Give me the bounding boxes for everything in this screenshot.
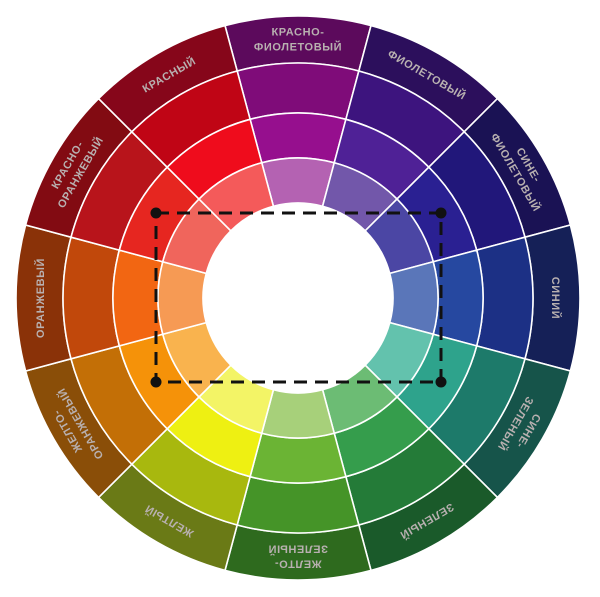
wheel-label-1: КРАСНО- ФИОЛЕТОВЫЙ	[254, 26, 342, 53]
wheel-segment-4-base	[475, 236, 534, 360]
wheel-segment-10-tint	[157, 260, 208, 336]
wheel-label-7-line-1: ЖЕЛТО-	[274, 558, 322, 570]
wheel-label-10-line-1: ОРАНЖЕВЫЙ	[34, 258, 47, 338]
selection-handle-bottom-right[interactable]	[435, 376, 447, 388]
selection-frame[interactable]	[154, 211, 443, 384]
wheel-label-1-line-2: ФИОЛЕТОВЫЙ	[254, 40, 342, 53]
wheel-label-1-line-1: КРАСНО-	[271, 26, 324, 38]
wheel-segment-7-base	[236, 475, 360, 534]
wheel-segment-7-tone	[249, 432, 347, 484]
wheel-segment-12-tint	[197, 161, 275, 232]
wheel-label-4-line-1: СИНИЙ	[549, 277, 562, 320]
selection-rectangle[interactable]	[150, 207, 447, 388]
wheel-segments	[15, 15, 581, 581]
selection-handle-top-left[interactable]	[150, 207, 162, 219]
selection-handle-top-right[interactable]	[435, 207, 447, 219]
wheel-segment-1-base	[236, 62, 360, 121]
wheel-label-4: СИНИЙ	[549, 277, 562, 320]
wheel-label-10: ОРАНЖЕВЫЙ	[34, 258, 47, 338]
wheel-segment-1-tone	[249, 112, 347, 164]
wheel-segment-7-tint	[260, 388, 336, 439]
wheel-segment-4-tint	[388, 260, 439, 336]
wheel-segment-1-tint	[260, 157, 336, 208]
wheel-segment-10-base	[62, 236, 121, 360]
wheel-label-7: ЖЕЛТО- ЗЕЛЕНЫЙ	[268, 543, 328, 570]
selection-handle-bottom-left[interactable]	[150, 376, 162, 388]
wheel-label-7-line-2: ЗЕЛЕНЫЙ	[268, 543, 328, 556]
